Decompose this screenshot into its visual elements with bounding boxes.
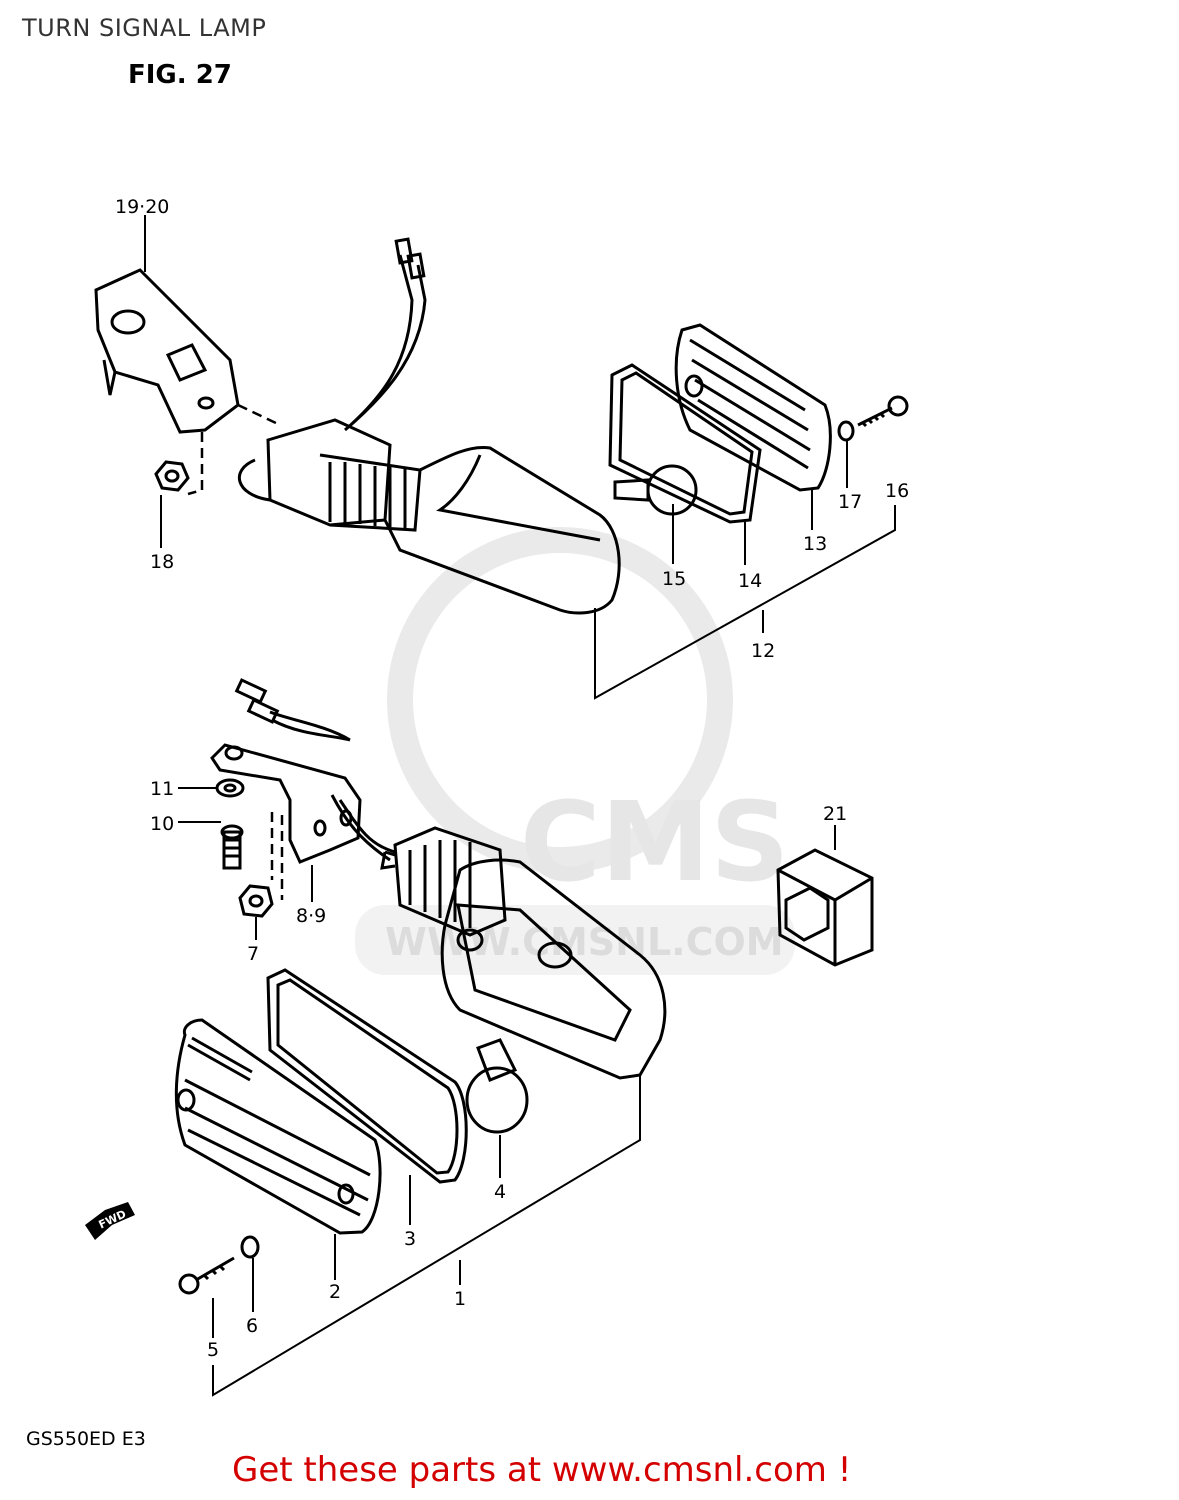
callout-21: 21 xyxy=(823,803,847,825)
callout-16: 16 xyxy=(885,480,909,502)
callout-4: 4 xyxy=(494,1181,506,1203)
rear-turn-signal-assembly xyxy=(237,237,621,615)
callout-14: 14 xyxy=(738,570,762,592)
gasket-3 xyxy=(266,968,468,1184)
callout-13: 13 xyxy=(803,533,827,555)
callout-18: 18 xyxy=(150,551,174,573)
screw-5 xyxy=(178,1256,235,1295)
lens-13 xyxy=(674,323,832,492)
callout-5: 5 xyxy=(207,1339,219,1361)
nut-7 xyxy=(238,884,274,918)
page-title: TURN SIGNAL LAMP xyxy=(22,14,267,42)
callout-2: 2 xyxy=(329,1281,341,1303)
bulb-4 xyxy=(465,1038,529,1134)
bolt-10 xyxy=(220,824,244,870)
model-code: GS550ED E3 xyxy=(26,1428,146,1450)
relay-21 xyxy=(776,848,874,967)
figure-label: FIG. 27 xyxy=(128,60,232,90)
nut-18 xyxy=(154,460,190,492)
callout-12: 12 xyxy=(751,640,775,662)
lens-2 xyxy=(174,1018,382,1235)
screw-16 xyxy=(857,395,909,428)
callout-1: 1 xyxy=(454,1288,466,1310)
callout-17: 17 xyxy=(838,491,862,513)
washer-11 xyxy=(215,778,245,798)
callout-8-9: 8·9 xyxy=(296,905,326,927)
leader-lines xyxy=(144,215,896,1397)
watermark: CMS WWW.CMSNL.COM xyxy=(355,527,795,975)
gasket-14 xyxy=(608,363,762,524)
callout-7: 7 xyxy=(247,943,259,965)
callout-11: 11 xyxy=(150,778,174,800)
callout-10: 10 xyxy=(150,813,174,835)
washer-17 xyxy=(837,420,855,442)
callout-3: 3 xyxy=(404,1228,416,1250)
rear-bracket xyxy=(94,268,240,434)
washer-6 xyxy=(240,1235,260,1259)
callout-15: 15 xyxy=(662,568,686,590)
callout-19-20: 19·20 xyxy=(115,196,169,218)
front-turn-signal-assembly xyxy=(234,678,667,1080)
parts-shop-link[interactable]: Get these parts at www.cmsnl.com ! xyxy=(232,1450,852,1490)
watermark-brand: CMS xyxy=(520,778,789,906)
callout-labels: 19·20 18 15 14 13 17 16 12 11 10 8·9 7 2… xyxy=(115,196,909,1361)
forward-direction-arrow: FWD xyxy=(85,1202,135,1240)
callout-6: 6 xyxy=(246,1315,258,1337)
